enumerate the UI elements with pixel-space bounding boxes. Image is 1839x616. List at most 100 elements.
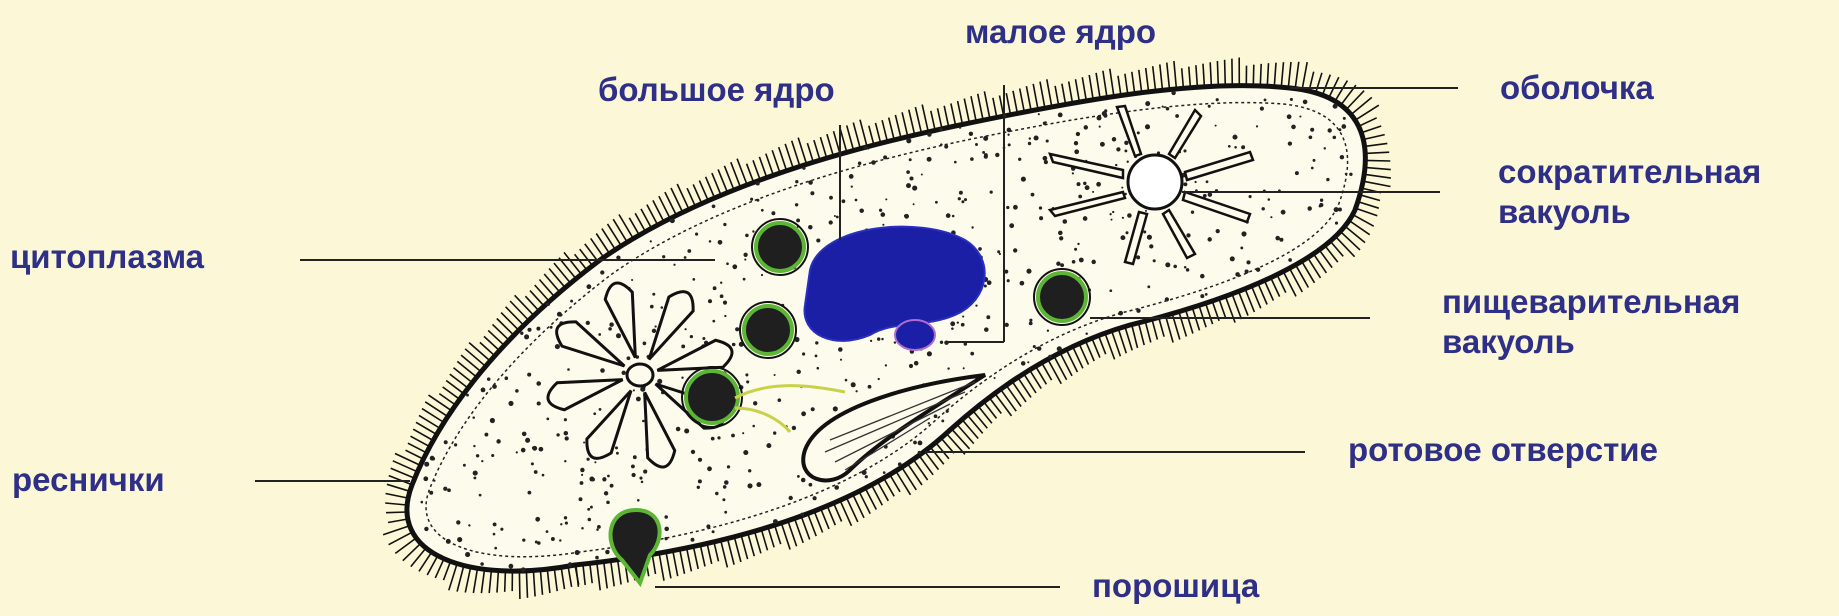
granule [661, 306, 664, 309]
granule [522, 432, 527, 437]
cilium [1253, 65, 1254, 86]
granule [950, 321, 955, 326]
small-nucleus [895, 320, 935, 350]
cilium [473, 568, 477, 593]
granule [560, 523, 562, 525]
granule [565, 436, 569, 440]
granule [753, 401, 757, 405]
granule [515, 389, 519, 393]
cilium [724, 166, 734, 190]
granule [934, 414, 938, 418]
granule [879, 209, 882, 212]
granule [493, 533, 496, 536]
granule [808, 180, 813, 185]
granule [720, 294, 724, 298]
cilium [386, 512, 407, 513]
cilium [795, 518, 804, 543]
granule [800, 513, 804, 517]
granule [773, 519, 778, 524]
cilium [1196, 65, 1198, 87]
digestive-vacuole-3 [682, 367, 742, 427]
granule [685, 328, 687, 330]
granule [616, 452, 619, 455]
cilium [1288, 62, 1291, 88]
granule [481, 460, 483, 462]
granule [877, 337, 880, 340]
cilium [1110, 69, 1114, 97]
granule [493, 522, 497, 526]
cilium [604, 562, 608, 589]
granule [995, 153, 999, 157]
granule [909, 176, 913, 180]
granule [1173, 265, 1177, 269]
granule [836, 216, 839, 219]
cilium [590, 563, 592, 583]
granule [1328, 128, 1332, 132]
granule [524, 334, 529, 339]
granule [664, 537, 667, 540]
granule [727, 465, 730, 468]
granule [481, 388, 486, 393]
granule [1013, 248, 1017, 252]
granule [1241, 231, 1246, 236]
granule [809, 483, 813, 487]
granule [586, 321, 590, 325]
cilium [706, 177, 715, 198]
granule [595, 556, 599, 560]
granule [1018, 158, 1021, 161]
cilium [547, 569, 550, 593]
cilium [1245, 289, 1254, 312]
granule [575, 550, 580, 555]
granule [724, 511, 727, 514]
granule [707, 466, 712, 471]
cilium [635, 213, 645, 231]
granule [958, 197, 961, 200]
granule [697, 486, 700, 489]
granule [1112, 137, 1116, 141]
granule [570, 300, 573, 303]
granule [681, 344, 685, 348]
granule [446, 539, 451, 544]
granule [1077, 243, 1079, 245]
granule [1333, 136, 1337, 140]
cilium [779, 147, 787, 171]
cilium [422, 409, 444, 423]
granule [711, 437, 715, 441]
granule [1116, 147, 1120, 151]
granule [1270, 216, 1272, 218]
granule [546, 530, 549, 533]
granule [1215, 125, 1217, 127]
granule [610, 484, 614, 488]
granule [726, 262, 729, 265]
granule [927, 132, 932, 137]
cilium [1363, 181, 1391, 186]
cilium [659, 553, 664, 581]
granule [633, 389, 635, 391]
cilium [748, 533, 755, 556]
granule [1145, 101, 1150, 106]
granule [487, 377, 491, 381]
granule [564, 516, 567, 519]
granule [1038, 113, 1040, 115]
cilium [896, 471, 911, 495]
cilium [792, 141, 800, 167]
granule [551, 537, 555, 541]
cilium [533, 570, 535, 596]
cilium [1092, 338, 1100, 357]
granule [641, 481, 644, 484]
granule [581, 527, 584, 530]
granule [722, 498, 725, 501]
granule [1083, 216, 1088, 221]
cilium [1103, 71, 1107, 98]
granule [735, 327, 739, 331]
cilium [1210, 62, 1211, 86]
granule [639, 477, 642, 480]
cilium [808, 514, 817, 537]
granule [444, 440, 448, 444]
cilium [962, 420, 978, 439]
cilium [1160, 64, 1163, 90]
granule [1044, 160, 1048, 164]
granule [717, 436, 720, 439]
granule [631, 464, 635, 468]
granule [1092, 191, 1094, 193]
